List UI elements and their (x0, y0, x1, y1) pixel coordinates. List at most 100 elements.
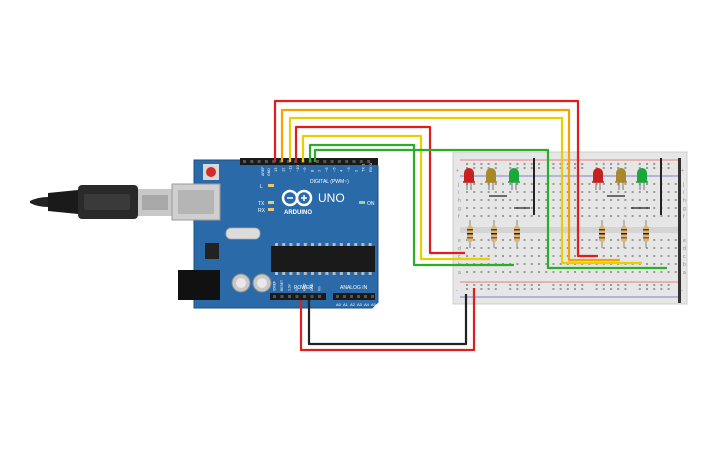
breadboard-hole (653, 215, 656, 217)
breadboard-hole (473, 271, 476, 273)
chip-pin (296, 243, 300, 246)
breadboard-jumpers (489, 195, 650, 209)
breadboard-hole (631, 191, 634, 193)
usb-plug-grip (84, 194, 130, 210)
resistor (491, 220, 497, 248)
wire-red-pin10 (294, 125, 465, 255)
breadboard-hole (617, 271, 620, 273)
breadboard-hole (574, 247, 576, 249)
chip-pin (347, 243, 350, 246)
breadboard-hole (674, 239, 677, 241)
power-pin-label: IOREF (273, 281, 277, 291)
led-body (616, 168, 626, 182)
breadboard-hole (530, 255, 533, 257)
chip-pin (325, 272, 329, 275)
rail-hole (624, 167, 627, 169)
breadboard-hole (509, 207, 512, 209)
breadboard-hole (530, 271, 533, 273)
breadboard-hole (631, 199, 634, 201)
breadboard-hole (545, 255, 548, 257)
rail-hole (538, 167, 540, 169)
rail-hole (530, 288, 533, 290)
breadboard-hole (653, 239, 656, 241)
breadboard-hole (466, 255, 468, 257)
breadboard-hole (494, 247, 497, 249)
breadboard-hole (624, 271, 627, 273)
breadboard-hole (559, 271, 562, 273)
breadboard-hole (610, 191, 612, 193)
breadboard-hole (509, 271, 512, 273)
breadboard-hole (674, 207, 677, 209)
breadboard-hole (523, 247, 526, 249)
digital-pin-hole (330, 160, 334, 163)
breadboard-hole (545, 263, 548, 265)
breadboard-hole (566, 215, 569, 217)
breadboard-hole (638, 255, 641, 257)
breadboard-hole (538, 263, 540, 265)
breadboard-hole (617, 199, 620, 201)
breadboard-hole (588, 239, 591, 241)
resistor-band (599, 229, 605, 231)
digital-pin-label: 4 (339, 169, 344, 172)
digital-pin-label: 13 (273, 167, 278, 172)
breadboard-hole (624, 255, 627, 257)
breadboard-hole (530, 191, 533, 193)
signal-wires (273, 99, 667, 352)
rail-hole (653, 284, 656, 286)
power-pin-label: 5V (295, 286, 299, 291)
breadboard-hole (538, 239, 540, 241)
resistor-band (514, 233, 520, 235)
resistor-band (491, 233, 497, 235)
analog-header-label: ANALOG IN (340, 285, 368, 291)
breadboard-hole (523, 263, 526, 265)
rail-hole (574, 284, 576, 286)
power-pin-label: GND (310, 283, 314, 291)
arduino-logo-text: ARDUINO (284, 210, 312, 216)
resistor (643, 220, 649, 248)
breadboard-hole (530, 263, 533, 265)
chip-pin (332, 243, 336, 246)
capacitor-1-top (236, 278, 246, 288)
breadboard-hole (509, 183, 512, 185)
breadboard-hole (566, 239, 569, 241)
breadboard-hole (588, 191, 591, 193)
breadboard-hole (624, 207, 627, 209)
breadboard-hole (538, 199, 540, 201)
row-letter: e (683, 238, 686, 244)
breadboard-hole (646, 191, 648, 193)
breadboard-hole (602, 247, 605, 249)
breadboard-hole (667, 183, 670, 185)
breadboard-hole (653, 255, 656, 257)
digital-pin-hole (337, 160, 341, 163)
power-pin-hole (310, 295, 314, 298)
led-body (464, 168, 474, 182)
rail-hole (494, 167, 497, 169)
breadboard-hole (480, 199, 483, 201)
breadboard-hole (502, 183, 504, 185)
led-rim (463, 181, 475, 183)
resistor (467, 220, 473, 248)
resistor-band (621, 229, 627, 231)
usb-strain-relief (48, 190, 78, 214)
chip-pin (332, 272, 336, 275)
digital-pin-hole (352, 160, 356, 163)
breadboard-hole (480, 271, 483, 273)
row-letter: a (683, 270, 686, 276)
rail-hole (516, 163, 519, 165)
breadboard-hole (581, 247, 584, 249)
breadboard-hole (480, 215, 483, 217)
breadboard-hole (559, 199, 562, 201)
breadboard-hole (660, 263, 663, 265)
led-tx-label: TX (258, 201, 265, 207)
rail-hole (516, 284, 519, 286)
analog-pin-label: A5 (371, 302, 377, 307)
chip-pin (368, 243, 372, 246)
chip-pin (275, 272, 278, 275)
wire-red-5v (299, 288, 476, 352)
breadboard-hole (480, 239, 483, 241)
chip-pin (354, 272, 358, 275)
breadboard-hole (581, 271, 584, 273)
rail-hole (494, 288, 497, 290)
breadboard-hole (574, 215, 576, 217)
